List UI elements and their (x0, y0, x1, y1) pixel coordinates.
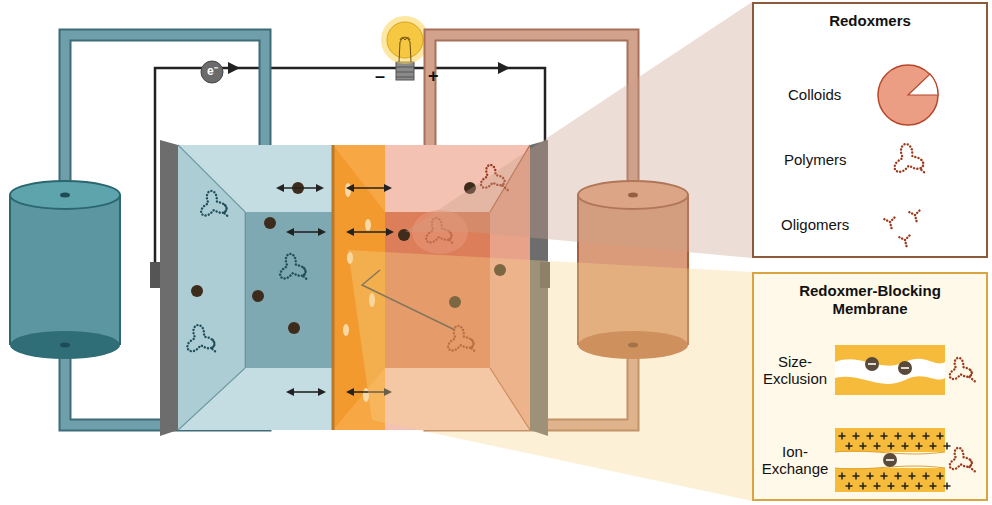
cation-sign (874, 443, 881, 450)
anion-sign (901, 367, 909, 369)
terminal-sign: – (375, 66, 385, 87)
cation-sign (874, 483, 881, 490)
anion (883, 453, 897, 467)
cation-sign (839, 473, 846, 480)
panel-ground (752, 272, 988, 501)
cation-sign (902, 483, 909, 490)
bulb-glow (381, 16, 429, 64)
colloid-icon (878, 65, 938, 125)
redoxmer-type: Polymers (784, 151, 847, 168)
cation-sign (853, 473, 860, 480)
redoxmer-coil (950, 448, 975, 472)
cation-sign (923, 473, 930, 480)
bulb-thread (396, 67, 414, 77)
charge-marks (839, 357, 951, 490)
redoxmer-type: Colloids (788, 86, 841, 103)
electron-label: e⁻ (207, 65, 218, 79)
panel-ground (752, 2, 988, 258)
cation-sign (937, 433, 944, 440)
electron-dot (201, 61, 223, 83)
cation-sign (888, 483, 895, 490)
cation-sign (867, 473, 874, 480)
cation-sign (839, 433, 846, 440)
cation-sign (909, 433, 916, 440)
zoom-spot (412, 210, 468, 254)
zoom-wedge (348, 250, 752, 501)
cation-sign (846, 483, 853, 490)
cation-sign (909, 473, 916, 480)
redoxmer-coil (895, 144, 926, 174)
cation-sign (916, 443, 923, 450)
cation-sign (916, 483, 923, 490)
membrane-type: Ion-Exchange (756, 443, 834, 478)
cation-sign (881, 473, 888, 480)
ion-exchange-membrane (835, 428, 945, 492)
cation-sign (853, 433, 860, 440)
cation-sign (923, 433, 930, 440)
terminal-sign: + (428, 66, 439, 87)
anion-sign (886, 459, 894, 461)
cation-sign (944, 483, 951, 490)
cation-sign (895, 473, 902, 480)
cation-sign (860, 483, 867, 490)
current-arrow (498, 62, 510, 74)
cation-sign (881, 433, 888, 440)
redoxmer-coil (187, 325, 217, 353)
redoxmer-coil (280, 254, 308, 281)
cation-sign (930, 483, 937, 490)
cation-sign (902, 443, 909, 450)
bulb-filament (399, 37, 411, 62)
cation-sign (867, 433, 874, 440)
redoxmer-coil (201, 191, 229, 218)
tank-left (10, 181, 120, 359)
oligomer (909, 209, 921, 223)
oligomer (884, 216, 896, 230)
anion (898, 361, 912, 375)
anion-sign (868, 363, 876, 365)
bulb-base (396, 62, 414, 80)
panel-heading: Redoxmers (770, 12, 970, 30)
cation-sign (944, 443, 951, 450)
oligomer (899, 234, 911, 248)
cation-sign (860, 443, 867, 450)
redoxmer-type: Oligomers (781, 216, 849, 233)
panel-heading: Redoxmer-Blocking Membrane (785, 282, 955, 318)
cation-sign (937, 473, 944, 480)
cation-sign (930, 443, 937, 450)
cation-sign (888, 443, 895, 450)
membrane-type: Size-Exclusion (756, 353, 834, 388)
cation-sign (846, 443, 853, 450)
cation-sign (895, 433, 902, 440)
redoxmer-coil (950, 358, 975, 382)
current-arrow (228, 62, 240, 74)
zoom-wedge (405, 2, 752, 258)
anion (865, 357, 879, 371)
size-exclusion-membrane (835, 345, 945, 395)
